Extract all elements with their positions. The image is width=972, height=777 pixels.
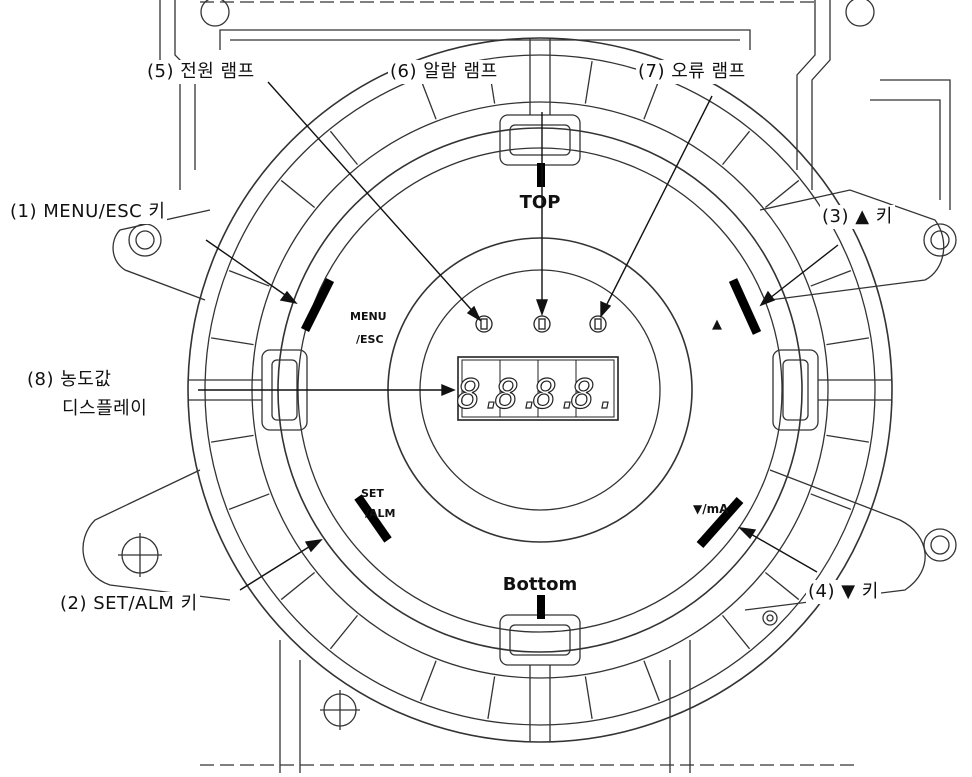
down-key[interactable]	[696, 497, 744, 548]
callout-error-lamp: (7) 오류 램프	[636, 60, 748, 84]
bezel-rib-line	[584, 676, 593, 720]
power-lamp	[475, 315, 493, 333]
display-digit-1: 8.	[457, 372, 505, 418]
display-digit-3: 8.	[533, 372, 581, 418]
leader-lines	[198, 81, 839, 591]
menu-key-label-line2: /ESC	[356, 333, 384, 346]
bottom-marker	[537, 595, 545, 619]
error-lamp	[589, 315, 607, 333]
callout-concentration-display-line2: 디스플레이	[60, 397, 150, 421]
callout-up-key: (3) ▲ 키	[820, 205, 895, 229]
bezel-rib-line	[329, 614, 359, 650]
bezel-rib-line	[826, 337, 870, 346]
bezel-rib-line	[280, 571, 316, 601]
down-key-label: ▼/mA	[693, 502, 729, 516]
base-dashed-line	[200, 1, 860, 766]
bezel-rib-line	[228, 270, 270, 287]
set-alm-key[interactable]	[354, 494, 392, 543]
bezel-rib-line	[228, 493, 270, 510]
bezel-rib-line	[810, 270, 852, 287]
menu-esc-key[interactable]	[300, 277, 335, 333]
callout-power-lamp: (5) 전원 램프	[145, 60, 257, 84]
menu-key-label-line1: MENU	[350, 310, 387, 323]
bezel-rib-line	[210, 337, 254, 346]
top-label: TOP	[520, 192, 561, 213]
callout-alarm-lamp: (6) 알람 램프	[388, 60, 500, 84]
up-key[interactable]	[728, 278, 762, 335]
bezel-rib-line	[810, 493, 852, 510]
bezel-rib-line	[826, 434, 870, 443]
callout-menu-esc-key: (1) MENU/ESC 키	[8, 200, 168, 224]
callout-set-alm-key: (2) SET/ALM 키	[58, 592, 200, 616]
bezel-rib-line	[280, 179, 316, 209]
set-key-label-line1: SET	[361, 487, 384, 500]
callout-down-key: (4) ▼ 키	[806, 580, 881, 604]
bezel-rib-line	[643, 660, 660, 702]
mounting-holes	[118, 0, 957, 730]
bezel-rib-line	[721, 130, 751, 166]
concentration-display: 8. 8. 8. 8.	[456, 356, 620, 421]
bezel-rib-line	[487, 676, 496, 720]
bezel-rib-line	[420, 660, 437, 702]
bezel-rib-line	[721, 614, 751, 650]
bezel-rib-line	[643, 78, 660, 120]
bezel-rib-line	[584, 60, 593, 104]
display-digit-4: 8.	[571, 372, 619, 418]
callout-concentration-display-line1: (8) 농도값	[25, 368, 114, 392]
bezel-rib-line	[329, 130, 359, 166]
alarm-lamp	[533, 315, 551, 333]
up-key-label: ▲	[712, 317, 722, 332]
bezel-rib-line	[210, 434, 254, 443]
bezel-ribs	[210, 60, 870, 720]
bottom-label: Bottom	[503, 574, 577, 595]
display-digit-2: 8.	[495, 372, 543, 418]
top-marker	[537, 163, 545, 187]
bezel-rib-line	[420, 78, 437, 120]
set-key-label-line2: /ALM	[365, 507, 396, 520]
bezel-rib-line	[764, 571, 800, 601]
bezel-rib-line	[764, 179, 800, 209]
